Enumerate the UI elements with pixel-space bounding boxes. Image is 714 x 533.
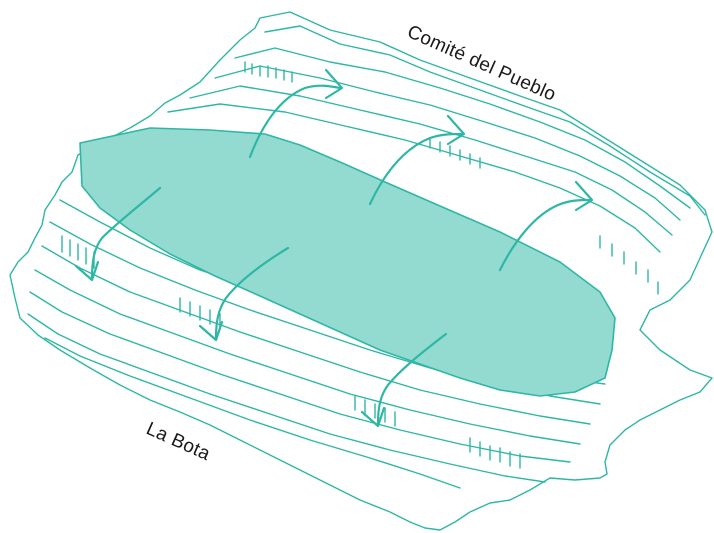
label-comite-del-pueblo: Comité del Pueblo — [404, 21, 559, 105]
flow-arrow — [90, 186, 162, 280]
flow-arrow — [248, 84, 342, 159]
contour-line — [34, 269, 581, 445]
flow-arrow-head — [198, 320, 224, 342]
flow-arrow — [368, 132, 464, 206]
terrace-wall — [179, 297, 221, 329]
terrace-wall — [429, 137, 481, 169]
terrace-wall — [599, 235, 659, 295]
flow-arrow — [214, 246, 290, 340]
flow-arrow — [498, 198, 592, 272]
terrace-wall — [61, 235, 95, 269]
terrace-wall — [244, 61, 293, 83]
flow-arrow-head — [360, 406, 386, 428]
contour-line — [44, 337, 461, 489]
contour-line — [189, 85, 673, 236]
flow-arrow — [376, 332, 448, 426]
terrace-wall — [469, 437, 521, 469]
terrain-outline — [9, 11, 713, 531]
contour-line — [27, 313, 546, 483]
flow-arrow-head — [446, 114, 466, 146]
flow-arrow-head — [324, 68, 344, 100]
flow-arrow-head — [74, 260, 100, 282]
contour-line — [234, 47, 691, 209]
contour-line — [264, 25, 706, 216]
contour-line — [214, 65, 681, 221]
terrace-wall — [354, 395, 396, 427]
central-basin — [79, 127, 616, 397]
contour-line — [41, 245, 591, 425]
flow-arrow-head — [574, 180, 594, 212]
label-la-bota: La Bota — [143, 418, 213, 465]
